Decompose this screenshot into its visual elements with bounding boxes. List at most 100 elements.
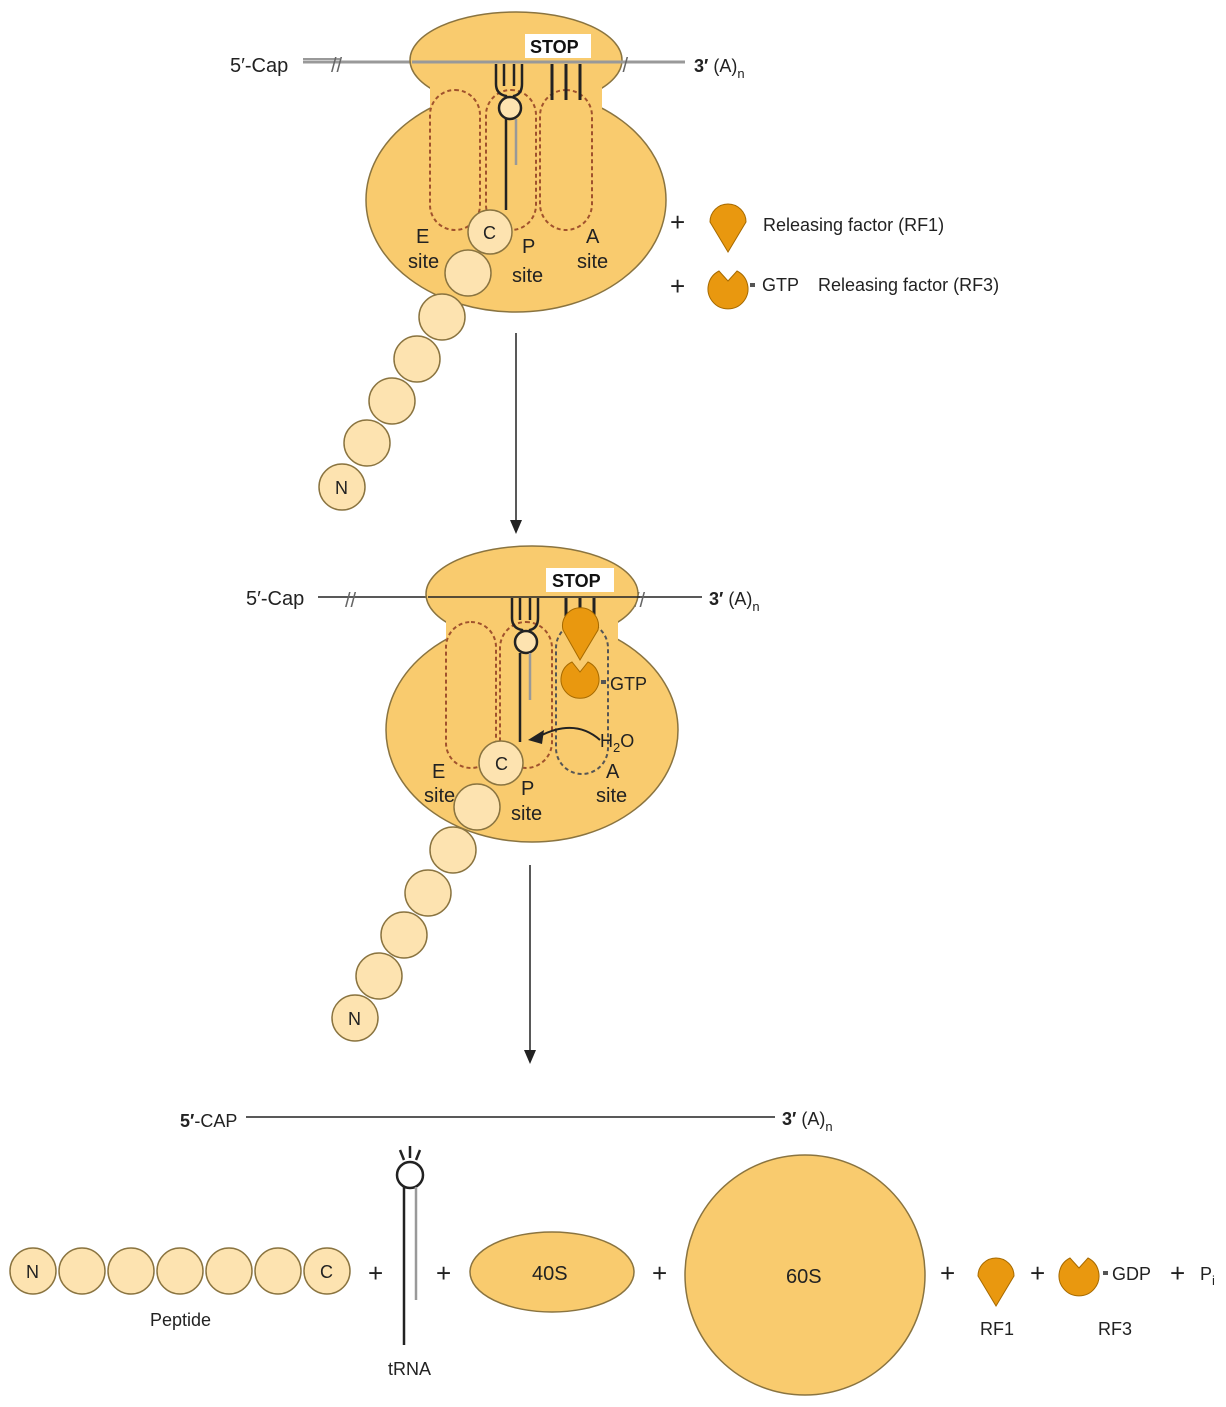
amino-acid-bead <box>453 783 501 831</box>
rf3-legend-label: Releasing factor (RF3) <box>818 275 999 295</box>
e-site-outline <box>429 89 481 231</box>
panel-3-dissociated-products: 5′-CAP 3′ (A)n N C Peptide + <box>9 1109 1215 1396</box>
trna-cloverleaf-icon <box>395 1146 425 1345</box>
water-label: H2O <box>600 731 634 755</box>
c-terminal-bead <box>478 740 524 786</box>
stop-codon-label: STOP <box>552 571 601 591</box>
plus-sign: + <box>1030 1258 1045 1288</box>
amino-acid-bead <box>343 419 391 467</box>
peptide-chain <box>318 209 513 511</box>
rf1-teardrop-icon <box>562 607 599 661</box>
p-site-trna-icon <box>510 598 540 742</box>
amino-acid-bead <box>418 293 466 341</box>
amino-acid-bead <box>355 952 403 1000</box>
p-site-letter: P <box>522 236 535 258</box>
a-site-word: site <box>596 785 627 807</box>
gdp-bond-mark <box>1103 1271 1108 1275</box>
amino-acid-bead <box>368 377 416 425</box>
break-mark: // <box>345 590 357 612</box>
a-site-letter: A <box>606 761 620 783</box>
rf3-notched-icon <box>707 270 749 310</box>
five-prime-cap-label: 5′-Cap <box>230 55 288 77</box>
inorganic-phosphate-label: Pi <box>1200 1264 1215 1288</box>
stop-codon-box <box>525 34 591 58</box>
amino-acid-bead <box>107 1247 155 1295</box>
n-terminus-label: N <box>335 478 348 498</box>
a-site-word: site <box>577 251 608 273</box>
rf3-gdp-label: GDP <box>1112 1264 1151 1284</box>
amino-acid-bead <box>156 1247 204 1295</box>
amino-acid-bead <box>318 463 366 511</box>
amino-acid-bead <box>429 826 477 874</box>
five-prime-cap-label: 5′-CAP <box>180 1111 237 1131</box>
e-site-outline <box>445 621 497 769</box>
p-site-outline <box>499 621 553 769</box>
rf3-notched-icon <box>560 661 600 699</box>
amino-acid-bead <box>393 335 441 383</box>
break-mark: // <box>617 55 629 77</box>
plus-sign: + <box>436 1258 451 1288</box>
amino-acid-bead <box>205 1247 253 1295</box>
break-mark: // <box>331 55 343 77</box>
stop-codon-box <box>546 568 614 592</box>
rf1-legend-label: Releasing factor (RF1) <box>763 215 944 235</box>
stop-codon-bars <box>550 64 582 100</box>
plus-sign: + <box>670 207 685 237</box>
e-site-word: site <box>408 251 439 273</box>
amino-acid-bead <box>9 1247 57 1295</box>
plus-sign: + <box>368 1258 383 1288</box>
amino-acid-bead <box>404 869 452 917</box>
amino-acid-bead <box>444 249 492 297</box>
amino-acid-bead <box>331 994 379 1042</box>
rf1-teardrop-icon <box>977 1257 1015 1307</box>
three-prime-tail-label: 3′ (A)n <box>694 56 745 81</box>
c-terminus-label: C <box>320 1262 333 1282</box>
small-subunit-label: 40S <box>532 1263 568 1285</box>
c-terminal-bead <box>467 209 513 255</box>
plus-sign: + <box>652 1258 667 1288</box>
peptide-chain <box>331 740 524 1042</box>
p-site-word: site <box>511 803 542 825</box>
three-prime-tail-label: 3′ (A)n <box>782 1109 833 1134</box>
rf1-label: RF1 <box>980 1319 1014 1339</box>
a-site-letter: A <box>586 226 600 248</box>
down-arrow-icon <box>524 865 536 1064</box>
amino-acid-bead <box>58 1247 106 1295</box>
panel-1-stop-codon-recognition: // // 5′-Cap 3′ (A)n STOP <box>230 11 999 511</box>
hydrolysis-arrow-icon <box>539 726 601 741</box>
three-prime-tail-label: 3′ (A)n <box>709 589 760 614</box>
released-peptide <box>9 1247 351 1295</box>
large-subunit-label: 60S <box>786 1266 822 1288</box>
amino-acid-bead <box>380 911 428 959</box>
n-terminus-label: N <box>26 1262 39 1282</box>
rf1-teardrop-icon <box>709 203 747 253</box>
e-site-letter: E <box>432 761 445 783</box>
rf3-gtp-label: GTP <box>610 674 647 694</box>
break-mark: // <box>634 590 646 612</box>
p-site-word: site <box>512 265 543 287</box>
panel-2-peptide-hydrolysis: // // 5′-Cap 3′ (A)n STOP <box>246 545 760 1042</box>
p-site-trna-icon <box>494 64 524 210</box>
amino-acid-bead <box>303 1247 351 1295</box>
rf3-label: RF3 <box>1098 1319 1132 1339</box>
rf3-notched-icon <box>1058 1257 1100 1297</box>
trna-label: tRNA <box>388 1359 431 1379</box>
p-site-letter: P <box>521 778 534 800</box>
amino-acid-bead <box>254 1247 302 1295</box>
small-subunit-40s <box>469 1231 635 1313</box>
e-site-letter: E <box>416 226 429 248</box>
c-terminus-label: C <box>495 754 508 774</box>
large-subunit-60s <box>684 1154 926 1396</box>
down-arrow-icon <box>510 333 522 534</box>
e-site-word: site <box>424 785 455 807</box>
plus-sign: + <box>670 271 685 301</box>
gtp-bond-mark <box>750 283 755 287</box>
plus-sign: + <box>1170 1258 1185 1288</box>
five-prime-cap-label: 5′-Cap <box>246 588 304 610</box>
gtp-bond-mark <box>601 680 606 684</box>
stop-codon-label: STOP <box>530 37 579 57</box>
n-terminus-label: N <box>348 1009 361 1029</box>
plus-sign: + <box>940 1258 955 1288</box>
peptide-label: Peptide <box>150 1310 211 1330</box>
